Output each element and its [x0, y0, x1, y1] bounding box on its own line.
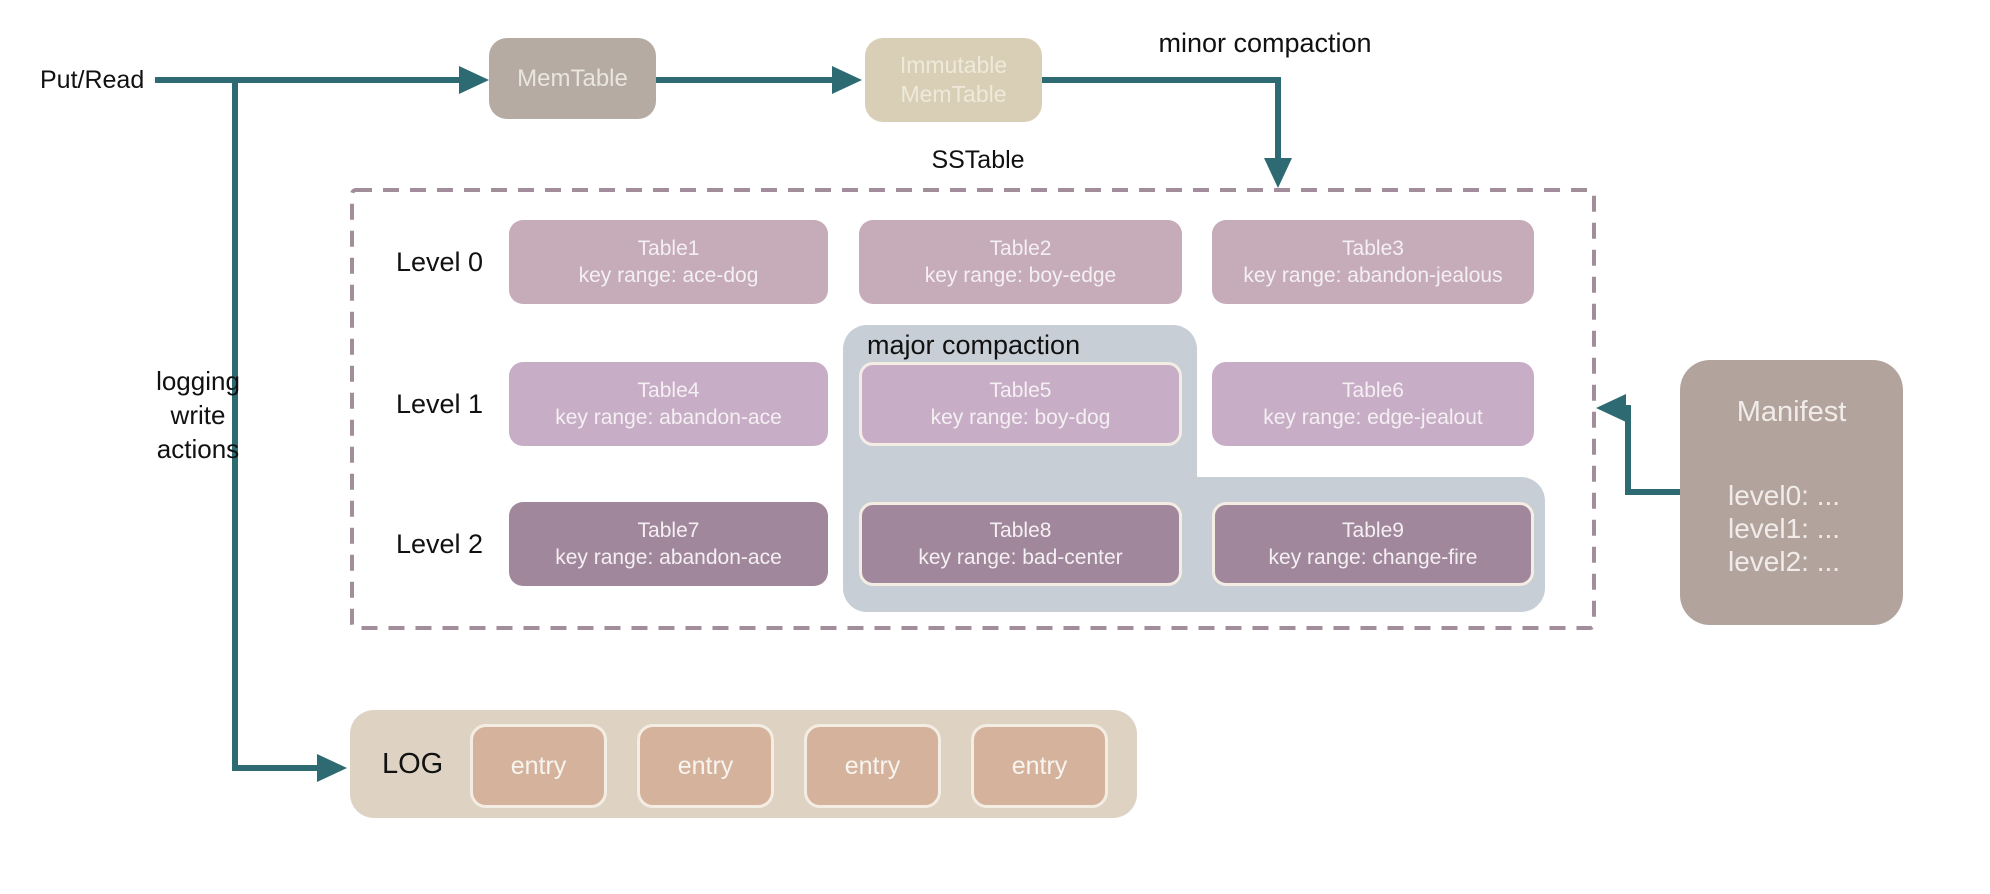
table-name: Table2: [989, 237, 1052, 260]
minor-compaction-label: minor compaction: [1158, 28, 1372, 58]
put-read-label: Put/Read: [40, 66, 145, 94]
table-key-range: key range: change-fire: [1268, 546, 1478, 569]
arrowhead-logging-branch: [317, 754, 347, 782]
arrowhead-minor-compaction: [1264, 158, 1292, 188]
log-label: LOG: [382, 747, 444, 780]
table8-box: Table8 key range: bad-center: [859, 502, 1182, 586]
table-key-range: key range: boy-edge: [924, 264, 1117, 287]
table-key-range: key range: ace-dog: [578, 264, 759, 287]
immutable-memtable-label-line1: Immutable: [899, 52, 1008, 78]
immutable-memtable-box: Immutable MemTable: [865, 38, 1042, 122]
table-key-range: key range: boy-dog: [930, 406, 1111, 429]
memtable-label: MemTable: [517, 64, 628, 92]
manifest-entry: level0: ...: [1728, 480, 1841, 511]
logging-label-line: logging: [156, 366, 240, 396]
table-name: Table5: [989, 379, 1052, 402]
table7-box: Table7 key range: abandon-ace: [509, 502, 828, 586]
log-entry: entry: [971, 724, 1108, 808]
table9-box: Table9 key range: change-fire: [1212, 502, 1534, 586]
log-entry: entry: [637, 724, 774, 808]
log-entry: entry: [804, 724, 941, 808]
table4-box: Table4 key range: abandon-ace: [509, 362, 828, 446]
manifest-title: Manifest: [1736, 396, 1847, 428]
arrow-manifest-to-sstable: [1625, 405, 1680, 495]
level-0-label: Level 0: [396, 247, 484, 277]
table-name: Table1: [637, 237, 700, 260]
table3-box: Table3 key range: abandon-jealous: [1212, 220, 1534, 304]
arrowhead-memtable-to-immutable: [832, 66, 862, 94]
table-name: Table3: [1342, 237, 1404, 260]
manifest-entry: level1: ...: [1728, 513, 1841, 544]
arrowhead-manifest-to-sstable: [1596, 394, 1626, 422]
table-name: Table8: [989, 519, 1052, 542]
table-key-range: key range: abandon-ace: [555, 546, 782, 569]
manifest-level-list: level0: ... level1: ... level2: ...: [1680, 479, 1903, 578]
manifest-box: Manifest level0: ... level1: ... level2:…: [1680, 360, 1903, 625]
table-key-range: key range: bad-center: [918, 546, 1123, 569]
memtable-box: MemTable: [489, 38, 656, 119]
table-key-range: key range: abandon-ace: [555, 406, 782, 429]
table1-box: Table1 key range: ace-dog: [509, 220, 828, 304]
manifest-entry: level2: ...: [1728, 546, 1841, 577]
sstable-label: SSTable: [931, 146, 1025, 174]
table5-box: Table5 key range: boy-dog: [859, 362, 1182, 446]
level-1-label: Level 1: [396, 389, 484, 419]
table-name: Table7: [637, 519, 700, 542]
table2-box: Table2 key range: boy-edge: [859, 220, 1182, 304]
table-key-range: key range: abandon-jealous: [1243, 264, 1503, 287]
table-name: Table4: [637, 379, 700, 402]
logging-label-line: actions: [156, 434, 240, 464]
logging-label-line: write: [170, 400, 226, 430]
major-compaction-label: major compaction: [867, 330, 1081, 360]
log-entry: entry: [470, 724, 607, 808]
arrow-minor-compaction: [1042, 77, 1281, 158]
table6-box: Table6 key range: edge-jealout: [1212, 362, 1534, 446]
logging-write-actions-label: logging write actions: [118, 364, 278, 466]
table-name: Table9: [1342, 519, 1404, 542]
immutable-memtable-label-line2: MemTable: [900, 81, 1007, 107]
table-name: Table6: [1342, 379, 1404, 402]
level-2-label: Level 2: [396, 529, 484, 559]
table-key-range: key range: edge-jealout: [1263, 406, 1483, 429]
arrowhead-putread-to-memtable: [459, 66, 489, 94]
